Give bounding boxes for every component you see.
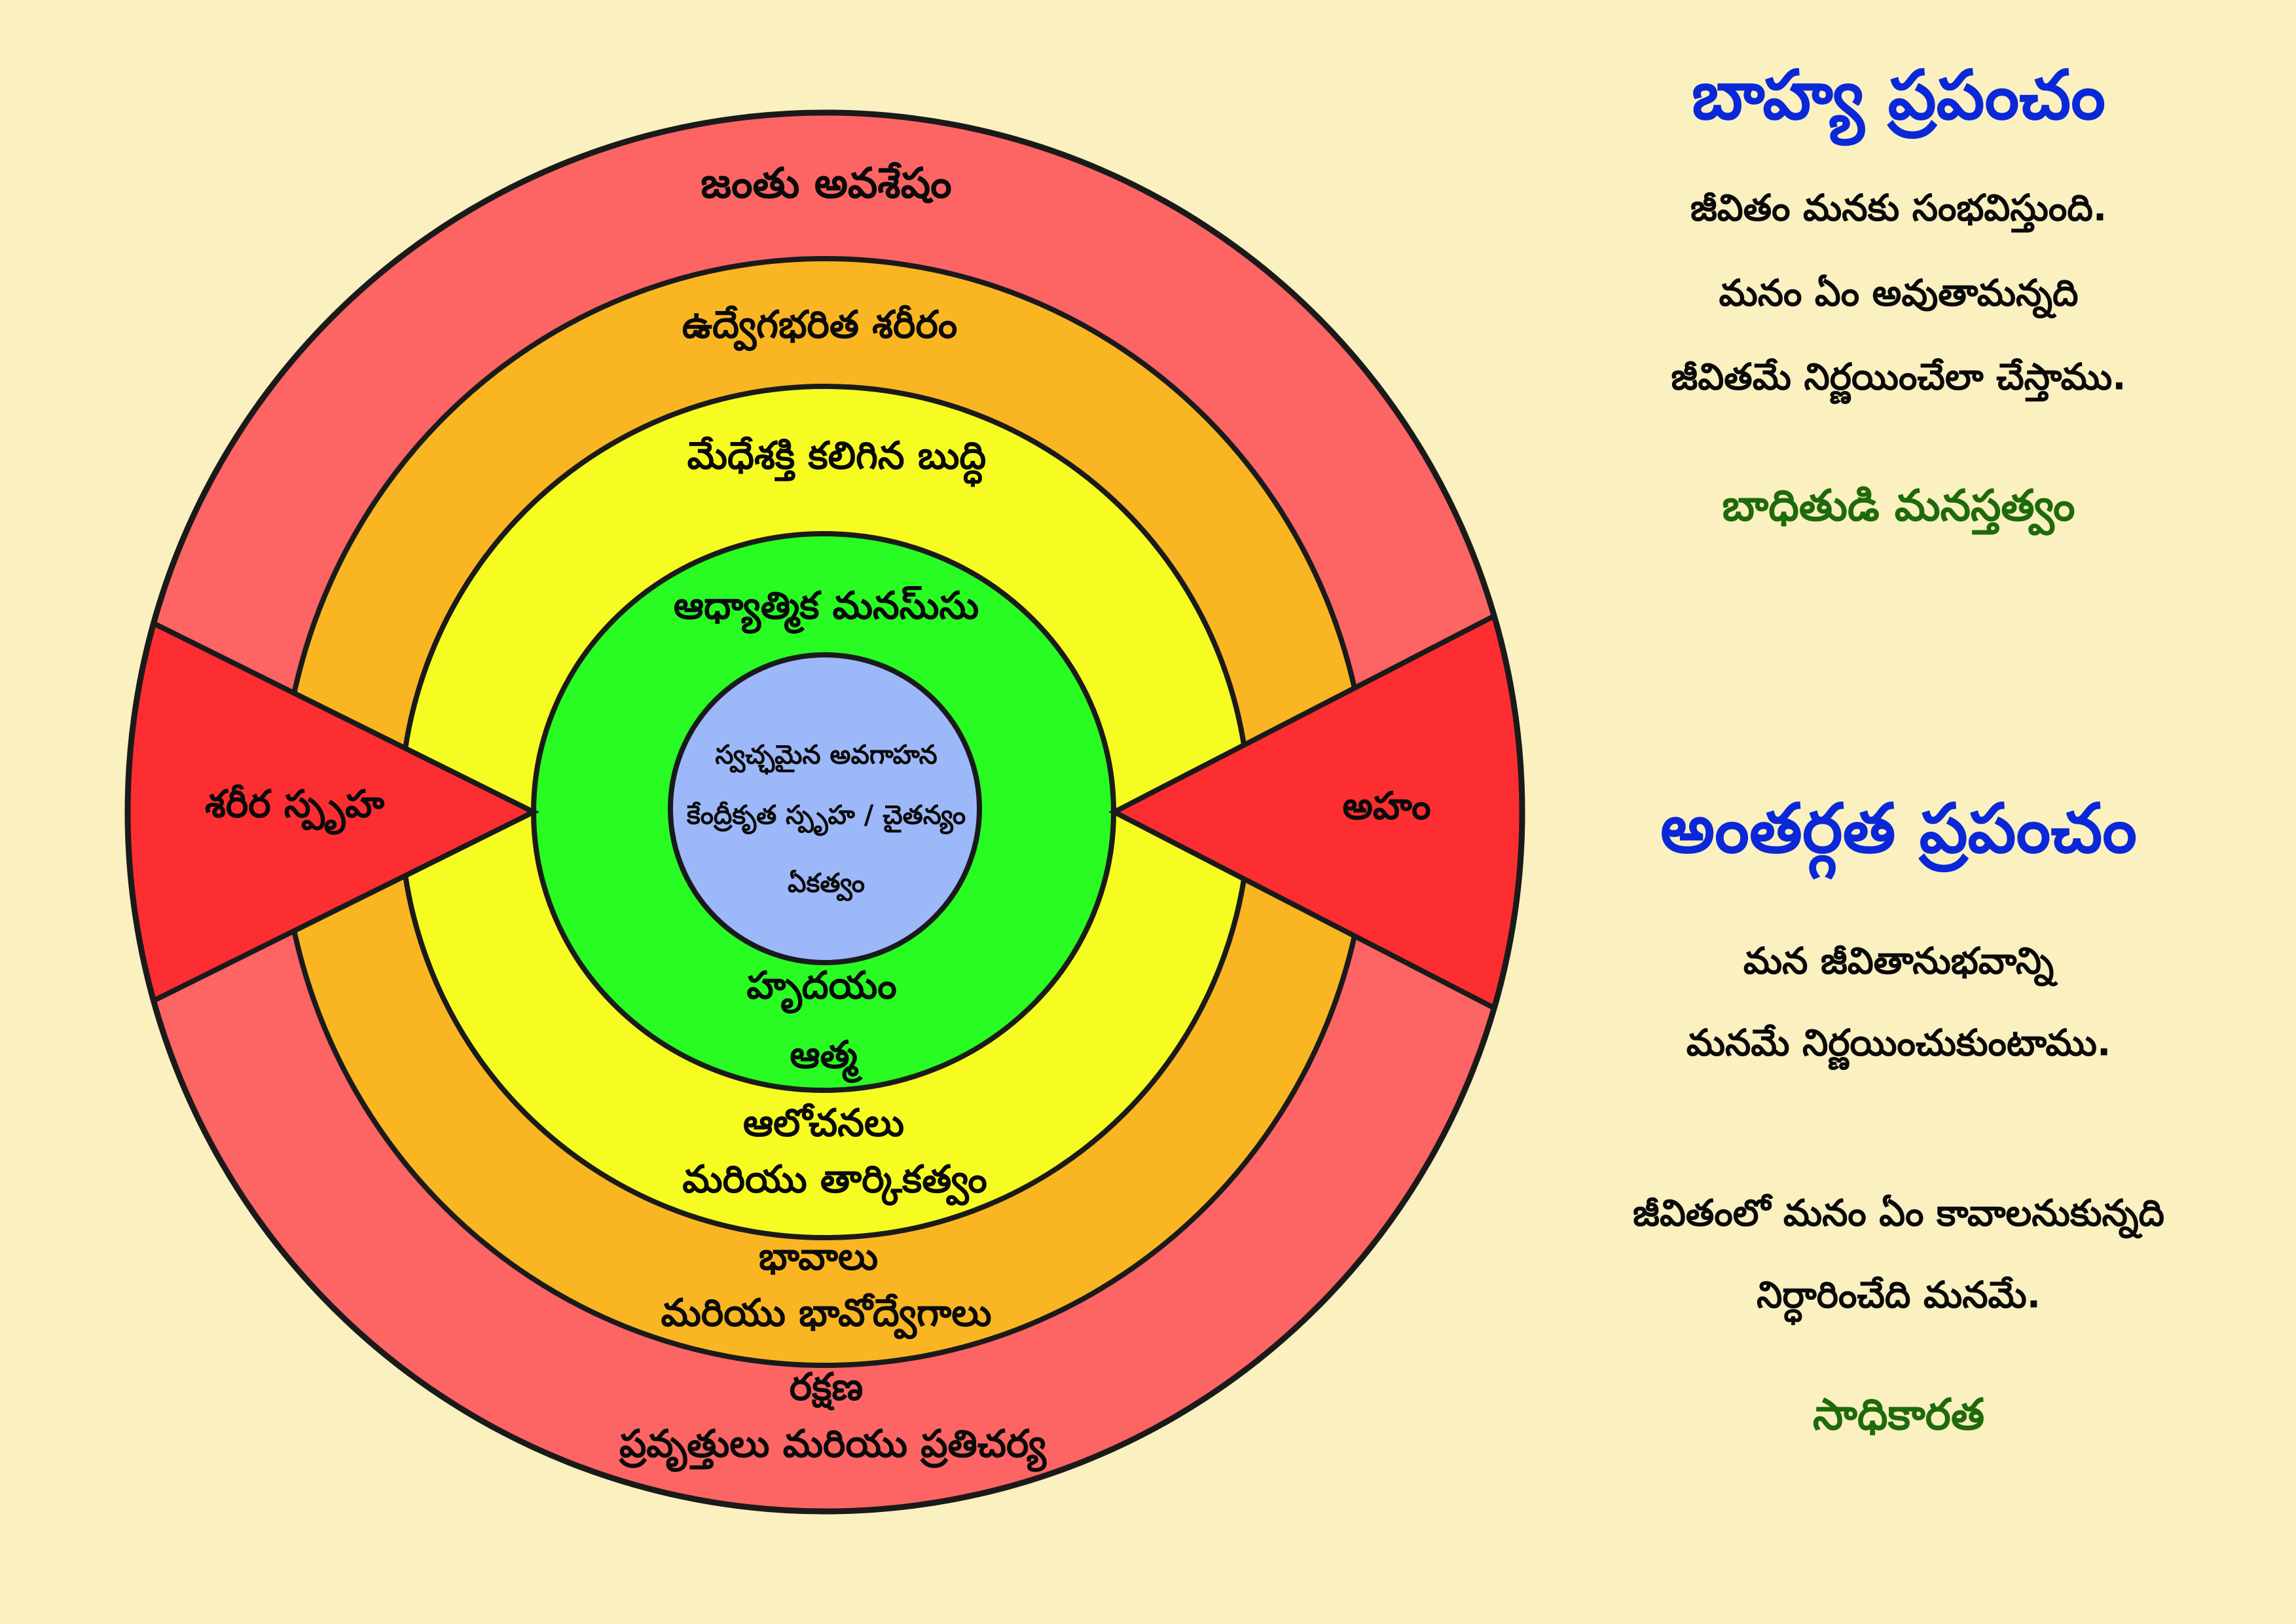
core-line-pure-awareness: స్వచ్ఛమైన అవగాహన [715,740,938,770]
inner-world-line-1: మన జీవితానుభవాన్ని [1743,940,2054,983]
label-and-logic: మరియు తార్కికత్వం [682,1156,987,1202]
core-pure-awareness [668,652,982,965]
tagline-empowerment: సాధికారత [1812,1389,1985,1440]
label-instincts-and-reaction: ప్రవృత్తులు మరియు ప్రతిచర్య [619,1421,1046,1466]
label-spiritual-mind: ఆధ్యాత్మిక మనసు్సు [673,583,979,628]
inner-world-line-4: నిర్ధారించేది మనమే. [1756,1274,2041,1317]
label-and-emotions: మరియు భావోద్వేగాలు [661,1290,992,1335]
label-feelings: భావాలు [758,1234,879,1279]
wedge-ego [1108,572,1522,1052]
outer-world-line-3: జీవితమే నిర్ణయించేలా చేస్తాము. [1671,356,2126,399]
outer-world-line-1: జీవితం మనకు సంభవిస్తుంది. [1690,187,2107,230]
heading-outer-world: బాహ్య ప్రపంచం [1692,55,2105,135]
outer-outline [124,109,1525,1515]
wedge-body-consciousness [128,581,539,1043]
core-line-centered-consciousness: కేంద్రీకృత స్పృహ / చైతన్యం [686,800,966,830]
inner-world-line-3: జీవితంలో మనం ఏం కావాలనుకున్నది [1633,1192,2164,1235]
label-body-consciousness: శరీర స్పృహ [204,781,385,826]
label-protection: రక్షణ [789,1364,864,1409]
outer-world-line-2: మనం ఏం అవుతామన్నది [1719,272,2079,315]
heading-inner-world: అంతర్గత ప్రపంచం [1660,788,2137,868]
label-emotional-body: ఉద్వేగభరిత శరీరం [682,302,958,347]
label-intellect: మేధేశక్తి కలిగిన బుద్ధి [687,433,987,478]
label-heart: హృదయం [746,963,897,1008]
inner-world-line-2: మనమే నిర్ణయించుకుంటాము. [1686,1022,2111,1065]
core-line-oneness: ఏకత్వం [788,868,865,898]
label-ego: అహం [1342,783,1431,828]
label-soul: ఆత్మ [790,1032,858,1077]
tagline-victim-mindset: బాధితుడి మనస్తత్వం [1722,480,2075,531]
label-thoughts: ఆలోచనలు [742,1100,905,1145]
label-animal-remnant: జంతు అవశేషం [701,159,952,208]
